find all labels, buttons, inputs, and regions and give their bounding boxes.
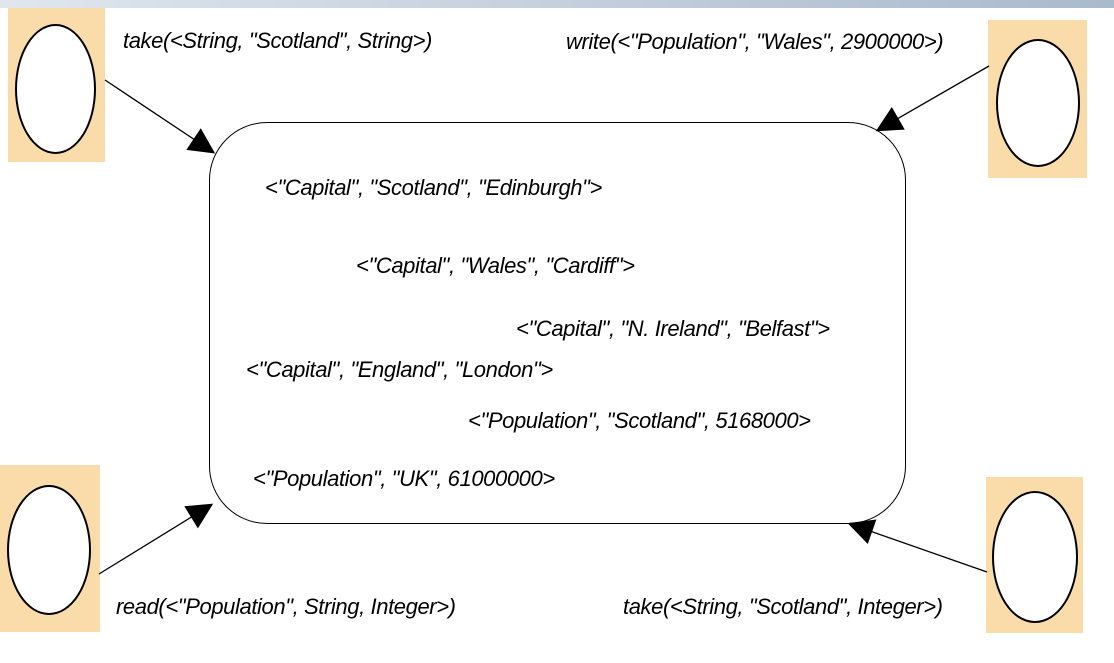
- operation-take-top-left: take(<String, "Scotland", String>): [123, 28, 432, 53]
- process-oval: [992, 491, 1078, 623]
- tuple-capital-scotland: <"Capital", "Scotland", "Edinburgh">: [265, 175, 602, 200]
- process-oval: [7, 485, 91, 615]
- tuple-capital-n-ireland: <"Capital", "N. Ireland", "Belfast">: [516, 316, 830, 341]
- operation-take-bottom-right: take(<String, "Scotland", Integer>): [623, 594, 943, 619]
- arrow-take-bottom-right: [847, 519, 988, 573]
- process-bottom-right: [986, 477, 1083, 633]
- tuple-population-uk: <"Population", "UK", 61000000>: [253, 466, 555, 491]
- tuple-population-scotland: <"Population", "Scotland", 5168000>: [468, 408, 811, 433]
- tuple-space: [209, 122, 906, 524]
- tuple-capital-wales: <"Capital", "Wales", "Cardiff">: [356, 253, 635, 278]
- arrow-take-top-left: [104, 79, 216, 154]
- arrow-write-top-right: [875, 65, 990, 132]
- header-bar: [0, 0, 1114, 8]
- tuple-capital-england: <"Capital", "England", "London">: [246, 357, 553, 382]
- operation-read-bottom-left: read(<"Population", String, Integer>): [116, 594, 456, 619]
- process-oval: [15, 24, 96, 154]
- process-top-left: [8, 8, 105, 162]
- operation-write-top-right: write(<"Population", "Wales", 2900000>): [566, 29, 944, 54]
- process-oval: [996, 39, 1080, 167]
- arrow-read-bottom-left: [98, 503, 214, 575]
- process-bottom-left: [0, 465, 100, 632]
- process-top-right: [988, 20, 1087, 178]
